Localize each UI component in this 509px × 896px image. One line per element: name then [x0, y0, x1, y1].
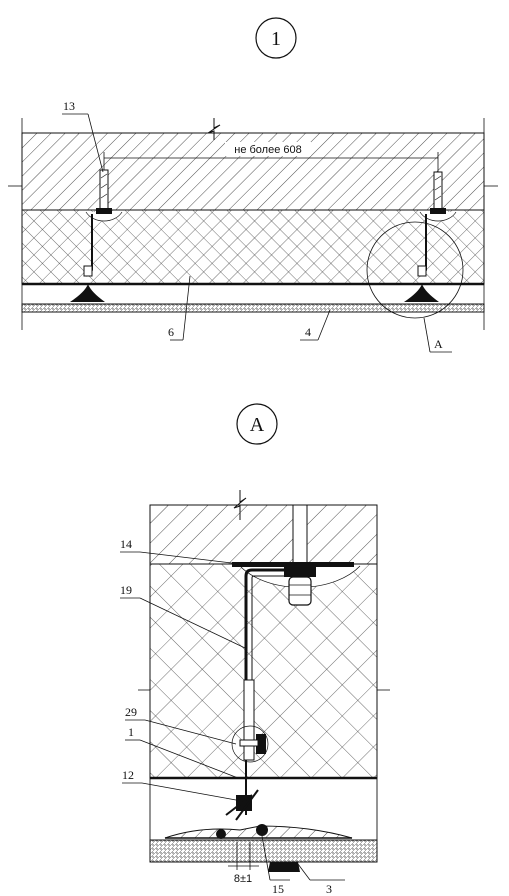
svg-text:15: 15: [272, 882, 284, 896]
callout-19: 19: [120, 583, 246, 649]
dimension-label: не более 608: [234, 144, 302, 156]
view-1-title: 1: [271, 28, 281, 50]
left-hanger: [70, 169, 123, 302]
svg-text:6: 6: [168, 325, 174, 339]
detail-plate-14: [232, 562, 354, 567]
svg-text:4: 4: [305, 325, 311, 339]
callout-15: 15: [261, 835, 290, 896]
callout-14: 14: [120, 537, 241, 565]
callout-4: 4: [300, 309, 331, 341]
callout-1: 1: [125, 725, 239, 779]
dimension-8: 8±1: [228, 842, 259, 885]
view-a-title: A: [250, 414, 265, 436]
svg-text:A: A: [434, 337, 443, 351]
right-hanger: [404, 171, 457, 302]
svg-text:12: 12: [122, 768, 134, 782]
ceiling-board: [21, 303, 485, 313]
view-a-title-circle: [236, 403, 278, 445]
bracket-19: [244, 568, 292, 740]
detail-anchor-bolt: [292, 504, 308, 566]
svg-text:14: 14: [120, 537, 132, 551]
callout-3: 3: [297, 863, 345, 896]
view-1: 1: [8, 17, 498, 353]
view-1-title-circle: [255, 17, 297, 59]
svg-text:1: 1: [128, 725, 134, 739]
detail-circle-29: [231, 725, 269, 763]
svg-text:19: 19: [120, 583, 132, 597]
dimension-608: не более 608: [103, 142, 439, 172]
callout-6: 6: [168, 275, 191, 341]
detail-a-circle: [366, 221, 464, 319]
detail-break-top: [233, 490, 247, 520]
detail-board-3: [149, 839, 378, 863]
callout-29: 29: [125, 705, 237, 745]
clip-12: [225, 760, 259, 821]
callout-a: A: [423, 317, 452, 353]
svg-text:29: 29: [125, 705, 137, 719]
callout-12: 12: [122, 768, 237, 801]
callout-13: 13: [62, 99, 104, 173]
svg-text:13: 13: [63, 99, 75, 113]
svg-text:3: 3: [326, 882, 332, 896]
detail-concrete: [149, 504, 378, 565]
view-a: A: [120, 403, 390, 896]
break-mark-top: [207, 118, 221, 140]
svg-text:8±1: 8±1: [234, 873, 252, 885]
